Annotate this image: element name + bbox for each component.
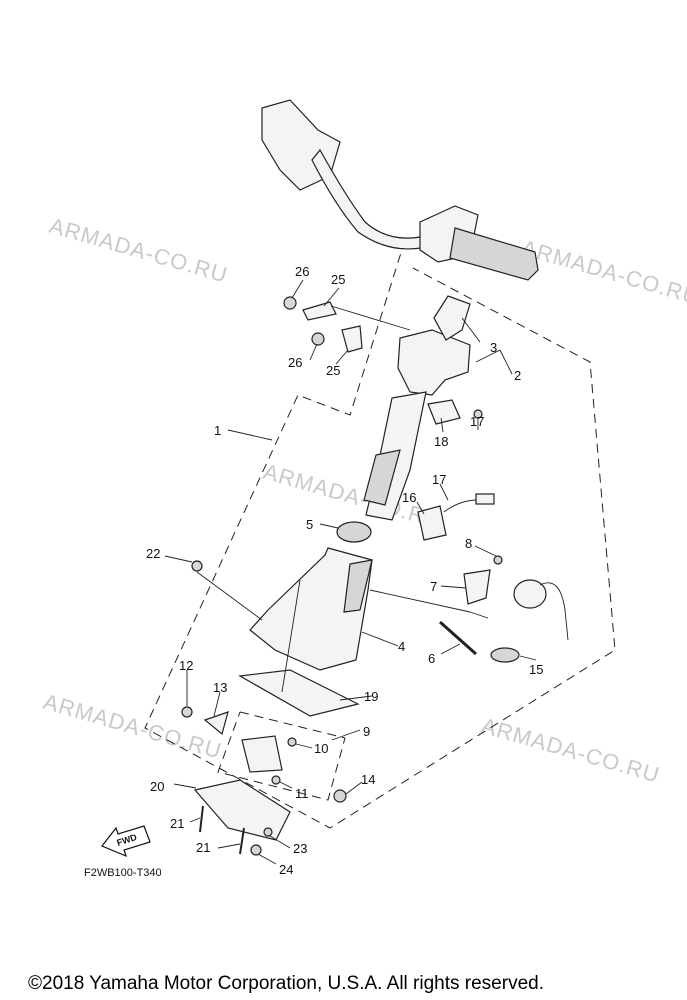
nut-15 <box>490 647 520 663</box>
bearing-5 <box>336 521 372 543</box>
callout-14: 14 <box>361 772 375 787</box>
callout-10: 10 <box>314 741 328 756</box>
connector <box>475 493 495 505</box>
shaft-spline <box>363 449 401 506</box>
bolt-24 <box>250 844 262 856</box>
sensor-wire <box>443 499 479 513</box>
callout-25a: 25 <box>331 272 345 287</box>
callout-21a: 21 <box>170 816 184 831</box>
callout-9: 9 <box>363 724 370 739</box>
callout-16: 16 <box>402 490 416 505</box>
plate-25-upper <box>302 301 337 321</box>
sensor-16 <box>417 505 447 541</box>
bolt-22 <box>191 560 203 572</box>
steering-housing <box>249 547 373 671</box>
callout-8: 8 <box>465 536 472 551</box>
housing-body <box>249 547 373 671</box>
callout-4: 4 <box>398 639 405 654</box>
rivet-21a <box>199 805 204 833</box>
callout-1: 1 <box>214 423 221 438</box>
copyright-text: ©2018 Yamaha Motor Corporation, U.S.A. A… <box>28 973 544 994</box>
callout-17a: 17 <box>470 414 484 429</box>
upper-small-parts <box>191 296 495 572</box>
collar-11 <box>271 775 281 785</box>
callout-6: 6 <box>428 651 435 666</box>
plate-25-lower <box>341 325 363 353</box>
fwd-arrow-icon <box>101 825 151 858</box>
cable-holder <box>433 295 471 341</box>
cable-tie-6 <box>439 620 477 656</box>
washer-23 <box>263 827 273 837</box>
leader-lines <box>164 279 537 865</box>
callout-22: 22 <box>146 546 160 561</box>
callout-11: 11 <box>295 786 309 801</box>
bolt-26-lower <box>311 332 325 346</box>
steering-column <box>363 295 471 521</box>
watermark: ARMADA-CO.RU <box>47 213 231 288</box>
callout-5: 5 <box>306 517 313 532</box>
watermark: ARMADA-CO.RU <box>519 235 687 310</box>
sensor-15 <box>513 579 547 609</box>
callout-19: 19 <box>364 689 378 704</box>
sensor-15-wire <box>539 582 569 641</box>
gasket-19 <box>238 669 360 717</box>
bushing-13 <box>203 711 229 736</box>
watermark: ARMADA-CO.RU <box>479 713 663 788</box>
nut-14 <box>333 789 347 803</box>
callout-12: 12 <box>179 658 193 673</box>
callout-13: 13 <box>213 680 227 695</box>
bracket-7 <box>463 569 491 605</box>
diagram-code: F2WB100-T340 <box>84 867 162 879</box>
callout-26a: 26 <box>295 264 309 279</box>
lever-9 <box>241 735 283 773</box>
rivet-21b <box>239 827 245 855</box>
watermark: ARMADA-CO.RU <box>41 689 225 764</box>
callout-23: 23 <box>293 841 307 856</box>
bolt-12 <box>181 706 193 718</box>
callout-18: 18 <box>434 434 448 449</box>
right-grip <box>449 227 539 281</box>
handlebar-assembly <box>261 99 539 281</box>
bolt-10 <box>287 737 297 747</box>
fwd-arrow: FWD <box>101 825 151 858</box>
callout-25b: 25 <box>326 363 340 378</box>
callout-26b: 26 <box>288 355 302 370</box>
clamp-18 <box>427 399 461 425</box>
callout-17b: 17 <box>432 472 446 487</box>
plate-20 <box>193 779 291 841</box>
right-side-parts <box>439 555 569 663</box>
housing-rib <box>343 559 373 613</box>
callout-7: 7 <box>430 579 437 594</box>
callout-20: 20 <box>150 779 164 794</box>
lower-parts <box>181 669 360 856</box>
assembly-boundaries <box>144 239 616 829</box>
callout-3: 3 <box>490 340 497 355</box>
callout-24: 24 <box>279 862 293 877</box>
callout-15: 15 <box>529 662 543 677</box>
column-bracket <box>397 329 471 396</box>
callout-2: 2 <box>514 368 521 383</box>
callout-21b: 21 <box>196 840 210 855</box>
bolt-8 <box>493 555 503 565</box>
callouts: 26 25 26 25 3 2 1 18 17 17 16 5 22 8 7 4… <box>146 264 543 877</box>
bolt-26-upper <box>283 296 297 310</box>
